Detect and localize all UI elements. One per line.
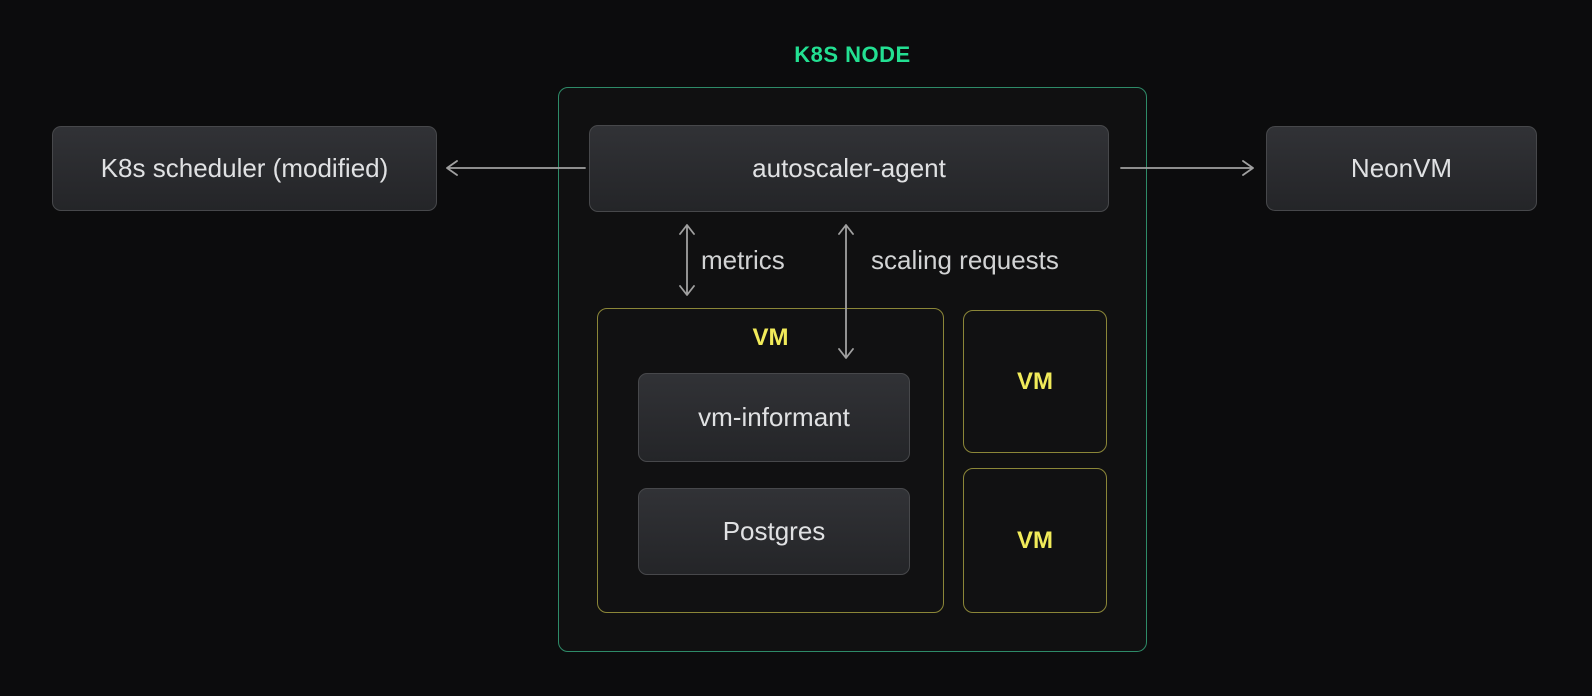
node-k8s-scheduler: K8s scheduler (modified) xyxy=(52,126,437,211)
node-neonvm: NeonVM xyxy=(1266,126,1537,211)
node-k8s-scheduler-label: K8s scheduler (modified) xyxy=(100,153,389,183)
vm-container-main-title-text: VM xyxy=(752,324,789,351)
node-neonvm-label: NeonVM xyxy=(1350,153,1453,183)
edge-label-scaling-requests: scaling requests xyxy=(871,245,1059,275)
edge-label-metrics: metrics xyxy=(701,245,785,275)
vm-container-small-top-label: VM xyxy=(1017,367,1053,395)
vm-container-main xyxy=(597,308,944,613)
node-vm-informant: vm-informant xyxy=(638,373,910,462)
node-postgres: Postgres xyxy=(638,488,910,575)
node-autoscaler-agent: autoscaler-agent xyxy=(589,125,1109,212)
node-vm-informant-label: vm-informant xyxy=(698,402,850,432)
node-autoscaler-agent-label: autoscaler-agent xyxy=(752,153,946,183)
k8s-node-title: K8S NODE xyxy=(794,42,911,67)
node-postgres-label: Postgres xyxy=(722,516,826,546)
k8s-node-container xyxy=(558,87,1147,652)
vm-container-small-bottom-label: VM xyxy=(1017,526,1053,554)
vm-container-small-bottom: VM xyxy=(963,468,1107,613)
vm-container-main-title: VM xyxy=(597,324,944,352)
vm-container-small-top: VM xyxy=(963,310,1107,453)
